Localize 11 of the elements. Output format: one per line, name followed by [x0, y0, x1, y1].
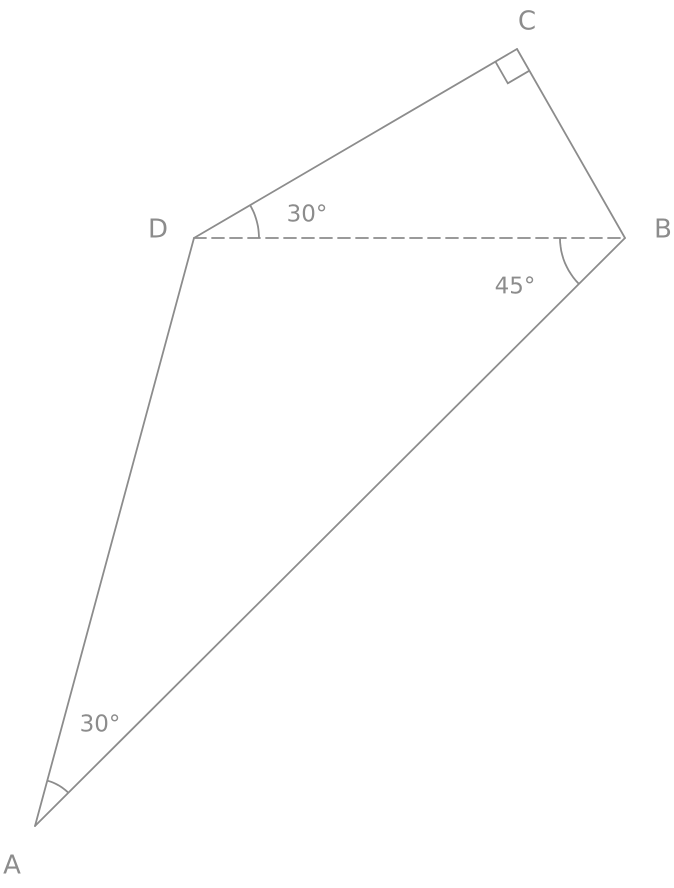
- angle-label: 45°: [496, 276, 534, 294]
- vertex-label: B: [656, 218, 670, 238]
- vertex-label: C: [519, 10, 535, 30]
- line-segment: [34, 237, 626, 827]
- vertex-label: A: [3, 854, 21, 874]
- line-segment: [193, 48, 518, 239]
- vertex-label: D: [150, 218, 166, 238]
- line-segment: [34, 237, 195, 827]
- angle-label: 30°: [288, 204, 326, 222]
- line-segment: [516, 48, 626, 239]
- angle-label: 30°: [81, 714, 118, 732]
